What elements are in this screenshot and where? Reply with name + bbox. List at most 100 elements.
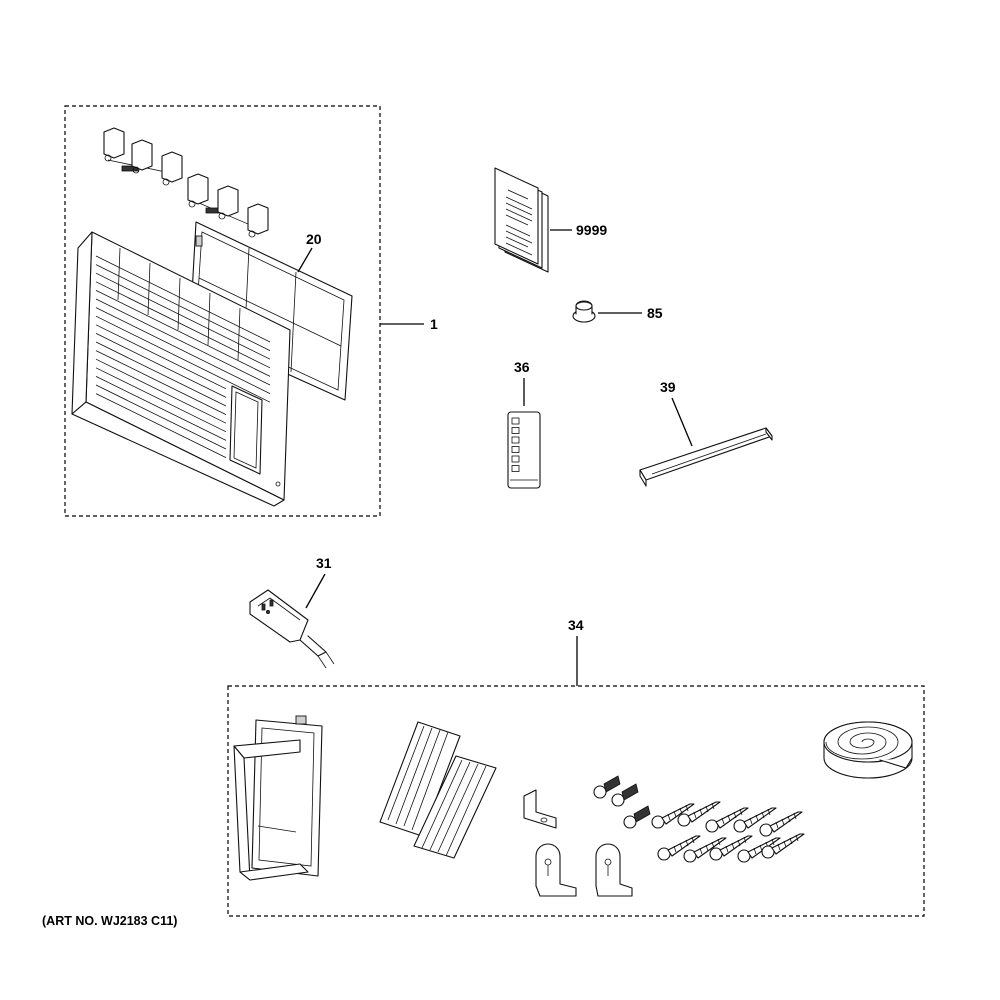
short-screws <box>593 775 651 829</box>
louver-divider <box>237 307 241 361</box>
callout-31-leader <box>305 573 326 609</box>
screw-thread-line <box>775 821 779 829</box>
screw-thread-line <box>685 839 689 847</box>
screw-thread-line <box>739 808 743 816</box>
louver-slat <box>95 333 227 398</box>
screw-thread-line <box>753 847 757 855</box>
owners-manual <box>494 167 549 273</box>
short-screw-head <box>623 815 637 829</box>
control-knob <box>572 300 596 323</box>
screw-thread-line <box>737 839 741 847</box>
foam-seal-panels <box>379 721 497 859</box>
remote-button <box>511 446 520 453</box>
screw-thread-line <box>731 842 735 850</box>
screw-thread-line <box>711 802 715 810</box>
screw-thread-line <box>749 817 753 825</box>
power-cord-plug <box>249 589 335 669</box>
screw-thread-line <box>771 838 775 846</box>
short-screw-head <box>593 785 607 799</box>
screw-thread-line <box>755 814 759 822</box>
l-bracket <box>523 789 557 829</box>
screw-thread-line <box>699 808 703 816</box>
louver-slat <box>95 384 227 450</box>
screw-thread-line <box>777 843 781 851</box>
callout-9999: 9999 <box>576 222 607 238</box>
screw-thread-line <box>667 813 671 821</box>
remote-button <box>511 417 520 425</box>
long-screw-head <box>759 823 773 837</box>
louver-divider <box>117 247 121 301</box>
long-screw-shaft <box>769 811 803 833</box>
long-screw-head <box>651 815 665 829</box>
screw-thread-line <box>767 808 771 816</box>
screw-thread-line <box>789 837 793 845</box>
long-screw-head <box>709 847 723 861</box>
short-screw-head <box>611 793 625 807</box>
louver-slat <box>95 298 271 386</box>
louver-slat <box>95 341 227 407</box>
assembly-1-boundary <box>64 105 381 517</box>
louver-clips-lower <box>187 173 269 238</box>
long-screw-head <box>677 813 691 827</box>
screw-thread-line <box>693 811 697 819</box>
side-rail <box>639 427 773 487</box>
kit-34-boundary <box>227 685 925 917</box>
screw-thread-line <box>759 844 763 852</box>
screw-thread-line <box>787 815 791 823</box>
callout-85: 85 <box>647 305 663 321</box>
foam-tape-roll <box>823 721 913 779</box>
louver-slat <box>95 358 227 424</box>
screw-thread-line <box>761 811 765 819</box>
long-screw-head <box>657 847 671 861</box>
long-screw-head <box>733 819 747 833</box>
screw-thread-line <box>705 805 709 813</box>
long-screw-head <box>737 849 751 863</box>
louver-divider <box>207 292 211 346</box>
screw-thread-line <box>691 836 695 844</box>
screw-thread-line <box>679 807 683 815</box>
screw-thread-line <box>727 814 731 822</box>
front-grille <box>71 231 291 507</box>
louver-divider <box>147 262 151 316</box>
long-screw-shaft <box>771 833 805 855</box>
screw-thread-line <box>795 834 799 842</box>
louver-divider <box>177 277 181 331</box>
screw-thread-line <box>679 842 683 850</box>
screw-thread-line <box>673 845 677 853</box>
screw-thread-line <box>673 810 677 818</box>
screw-thread-line <box>705 844 709 852</box>
remote-buttons <box>511 417 520 472</box>
grille-louvers <box>95 247 271 458</box>
louver-slat <box>95 367 227 433</box>
callout-39: 39 <box>660 379 676 395</box>
long-screws <box>651 801 805 863</box>
short-screw-thread <box>603 775 621 793</box>
remote-control <box>507 411 541 489</box>
louver-slat <box>95 255 271 343</box>
window-frame-gasket <box>233 715 323 881</box>
louver-slat <box>95 350 227 415</box>
screw-thread-line <box>783 840 787 848</box>
callout-34: 34 <box>568 617 584 633</box>
callout-39-leader <box>671 397 693 447</box>
louver-slat <box>95 324 227 390</box>
louver-slat <box>95 281 271 369</box>
louver-slat <box>95 393 227 458</box>
short-screw-thread <box>633 805 651 823</box>
remote-button <box>511 455 520 463</box>
screw-thread-line <box>699 847 703 855</box>
screw-thread-line <box>781 818 785 826</box>
screw-thread-line <box>685 804 689 812</box>
screw-thread-line <box>711 841 715 849</box>
callout-36: 36 <box>514 359 530 375</box>
louver-slat <box>95 376 227 441</box>
keyhole-brackets <box>535 843 633 897</box>
callout-20-leader <box>297 247 313 273</box>
long-screw-head <box>683 849 697 863</box>
screw-thread-line <box>743 836 747 844</box>
louver-slat <box>95 307 271 394</box>
art-number: (ART NO. WJ2183 C11) <box>42 914 178 928</box>
screw-thread-line <box>721 817 725 825</box>
callout-1: 1 <box>430 316 438 332</box>
